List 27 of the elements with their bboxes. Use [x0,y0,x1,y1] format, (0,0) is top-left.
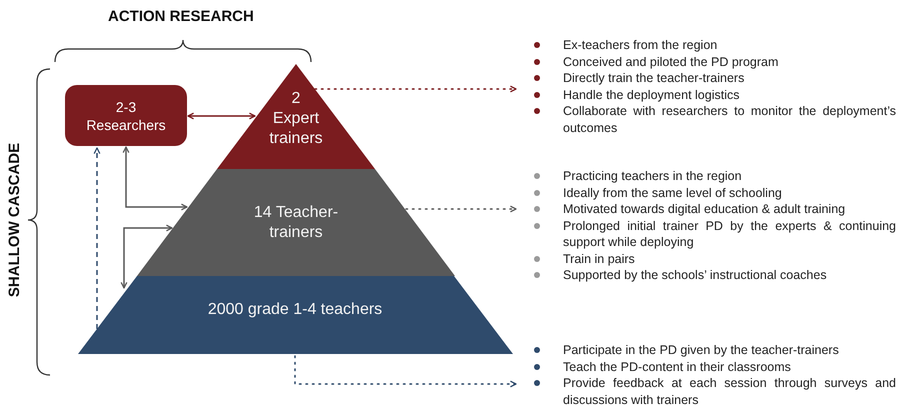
bullet-item: Teach the PD-content in their classrooms [520,358,896,375]
bullet-item: Collaborate with researchers to monitor the deployment’s outcomes [520,103,896,136]
bullet-item: Prolonged initial trainer PD by the experts & continuing support while deploying [520,218,896,250]
bullet-item: Train in pairs [520,250,896,267]
bracket-label: SHALLOW CASCADE [4,142,24,298]
arrow [314,86,517,92]
bullet-item: Ideally from the same level of schooling [520,184,896,201]
level-label: 2 Expert trainers [268,89,324,149]
level-label: 14 Teacher-trainers [252,203,340,243]
arrow [122,146,188,210]
bullet-item: Conceived and piloted the PD program [520,54,896,70]
arrow [120,224,173,289]
arrow [405,206,517,212]
level-label: 2000 grade 1-4 teachers [206,300,384,320]
bullet-item: Motivated towards digital education & adult training [520,201,896,218]
bullet-item: Participate in the PD given by the teacher-trainers [520,342,896,358]
bullet-item: Ex-teachers from the region [520,37,896,54]
bullet-item: Handle the deployment logistics [520,86,896,103]
arrow [294,355,517,388]
bullet-item: Supported by the schools’ instructional coaches [520,267,896,284]
bullet-item: Provide feedback at each session through surveys and discussions with trainers [520,375,896,406]
bullet-item: Practicing teachers in the region [520,168,896,184]
arrow [187,112,256,120]
bracket-label: ACTION RESEARCH [108,7,254,27]
arrow [94,147,100,329]
bullet-item: Directly train the teacher-trainers [520,70,896,86]
researchers-box: 2-3 Researchers [65,85,187,146]
